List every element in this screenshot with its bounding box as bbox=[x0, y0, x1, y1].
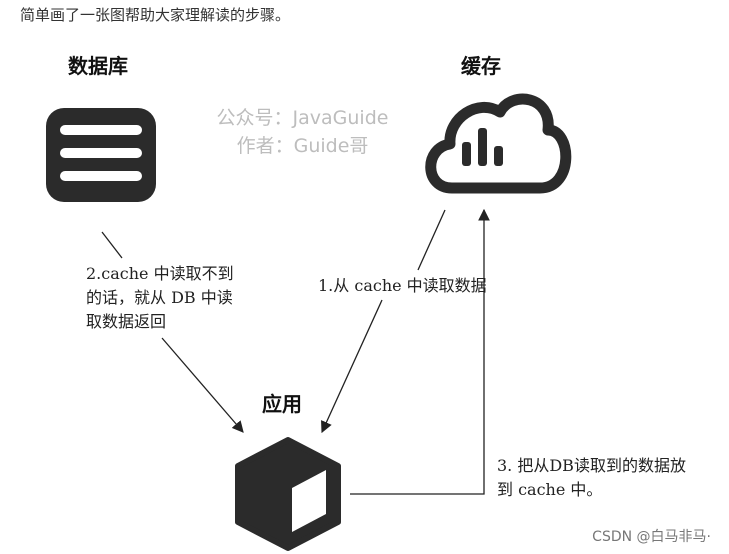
footer-credit: CSDN @白马非马· bbox=[592, 529, 711, 545]
step1-arrow bbox=[321, 299, 383, 434]
database-title: 数据库 bbox=[68, 54, 128, 78]
app-title: 应用 bbox=[262, 392, 302, 416]
step2-line3: 取数据返回 bbox=[86, 312, 167, 331]
cache-title: 缓存 bbox=[461, 54, 501, 78]
step1-line-top bbox=[417, 209, 446, 271]
database-icon bbox=[46, 108, 156, 202]
cloud-chart-icon bbox=[425, 93, 572, 194]
step2-arrow-lower bbox=[161, 337, 244, 433]
intro-text: 简单画了一张图帮助大家理解读的步骤。 bbox=[20, 6, 291, 24]
step3-line1: 3. 把从DB读取到的数据放 bbox=[497, 456, 686, 475]
step2-line1: 2.cache 中读取不到 bbox=[86, 264, 234, 283]
step3-arrow bbox=[350, 208, 490, 495]
step3-label: 3. 把从DB读取到的数据放 到 cache 中。 bbox=[497, 454, 686, 502]
step1-label: 1.从 cache 中读取数据 bbox=[318, 276, 487, 295]
watermark-line1: 公众号：JavaGuide bbox=[216, 107, 389, 129]
cube-icon bbox=[235, 437, 341, 551]
watermark-line2: 作者：Guide哥 bbox=[236, 135, 369, 157]
step2-line2: 的话，就从 DB 中读 bbox=[86, 288, 233, 307]
step2-label: 2.cache 中读取不到 的话，就从 DB 中读 取数据返回 bbox=[86, 262, 234, 334]
step2-arrow bbox=[101, 231, 123, 259]
step3-line2: 到 cache 中。 bbox=[497, 480, 603, 499]
